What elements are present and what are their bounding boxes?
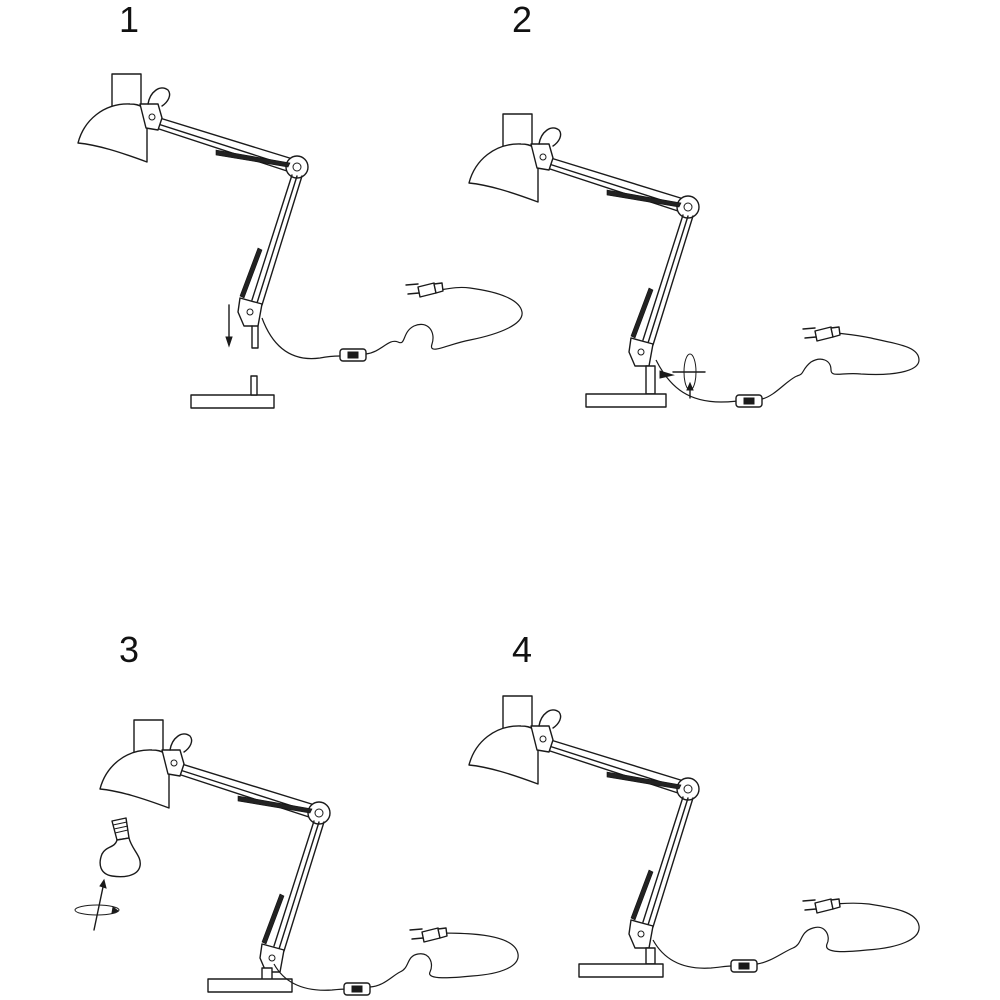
lamp-base [585, 393, 667, 408]
lamp-head [99, 719, 331, 825]
lamp-head [468, 695, 700, 801]
lamp-head [468, 113, 700, 219]
light-bulb-icon [99, 817, 141, 878]
step-1-illustration [77, 73, 523, 409]
step-4-illustration [468, 695, 920, 978]
step-2-number: 2 [512, 0, 533, 40]
rotate-screw-in-icon [74, 878, 120, 931]
power-plug [802, 898, 841, 914]
step-4-number: 4 [512, 629, 533, 670]
step-3-illustration [99, 719, 519, 996]
step-3-number: 3 [119, 629, 140, 670]
power-plug [409, 927, 448, 943]
power-plug [802, 326, 841, 342]
lamp-arm [237, 174, 303, 327]
lamp-base [190, 394, 275, 409]
cord-switch [735, 394, 763, 408]
cord-switch [339, 348, 367, 362]
lamp-base [207, 978, 293, 993]
cord-switch [730, 959, 758, 973]
lamp-base [578, 963, 664, 978]
lamp-head [77, 73, 309, 179]
lamp-arm [628, 214, 694, 367]
power-plug [405, 282, 444, 298]
cord-switch [343, 982, 371, 996]
lamp-arm [628, 796, 694, 949]
step-2-illustration [468, 113, 920, 408]
step-1-number: 1 [119, 0, 140, 40]
lamp-arm [259, 820, 325, 973]
